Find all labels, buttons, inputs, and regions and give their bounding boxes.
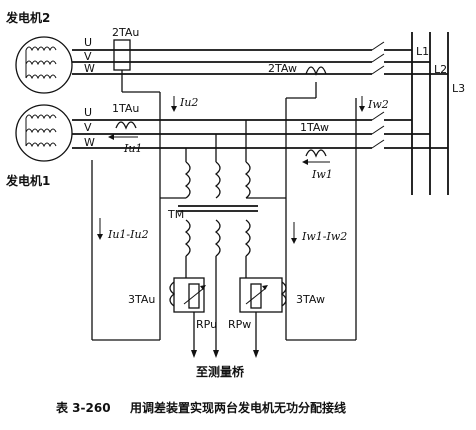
current-iw2: Iw2 [367,98,389,111]
rpw-label: RPw [228,318,251,331]
gen1-phase-w: W [84,136,95,149]
gen1-label: 发电机1 [5,173,50,188]
ct-3taw-label: 3TAw [296,293,325,306]
gen2-phase-lines [72,39,372,76]
ct-1taw-label: 1TAw [300,121,329,134]
ct-2tau-label: 2TAu [112,26,139,39]
gen2-label: 发电机2 [5,10,50,25]
ct-1tau-label: 1TAu [112,102,139,115]
gen1-phase-lines [72,119,372,158]
current-iu2: Iu2 [179,96,198,109]
generator-1 [15,104,73,162]
left-secondary-loop [91,70,177,341]
current-iw-diff: Iw1-Iw2 [301,230,347,243]
busbars [411,32,449,195]
gen1-phase-v: V [84,121,92,134]
caption-text: 用调差装置实现两台发电机无功分配接线 [129,400,346,415]
transformer-tm [160,120,286,350]
gen1-phase-u: U [84,106,92,119]
ct-2taw-label: 2TAw [268,62,297,75]
rpu-label: RPu [196,318,217,331]
busbar-l2-label: L2 [434,63,447,76]
current-iu1: Iu1 [123,142,142,155]
ct-3taw-and-rpw [239,277,287,350]
busbar-l1-label: L1 [416,45,429,58]
ct-3tau-and-rpu [169,277,206,350]
ct-3tau-label: 3TAu [128,293,155,306]
current-iu-diff: Iu1-Iu2 [107,228,149,241]
switches [371,41,448,149]
gen2-phase-v: V [84,50,92,63]
gen2-phase-w: W [84,62,95,75]
busbar-l3-label: L3 [452,82,465,95]
gen2-phase-u: U [84,36,92,49]
tm-label: TM [167,208,184,221]
caption-number: 表 3-260 [55,400,111,415]
to-bridge-label: 至测量桥 [196,364,245,379]
current-iw1: Iw1 [311,168,333,181]
generator-2 [15,36,73,94]
output-arrows [191,350,259,358]
